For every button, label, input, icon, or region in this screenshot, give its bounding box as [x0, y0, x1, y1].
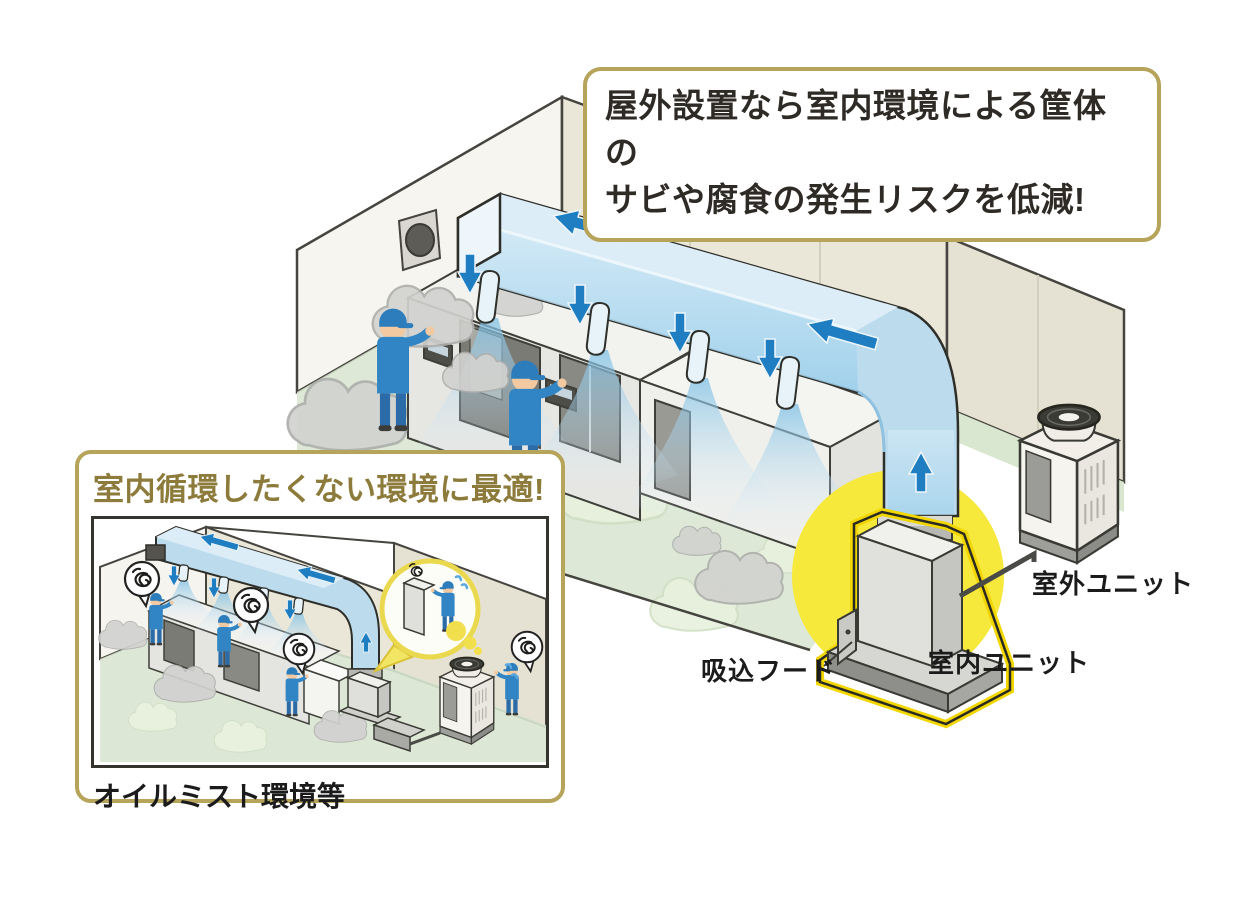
inset-duct: [145, 525, 383, 679]
inset-wall-vent-icon: [145, 544, 166, 561]
air-duct: [456, 191, 960, 541]
inset-title: 室内循環したくない環境に最適!: [93, 472, 545, 507]
inset-caption: オイルミスト環境等: [93, 781, 346, 812]
indoor-unit: [816, 507, 1037, 729]
air-outlet: [475, 269, 801, 410]
inset-image-frame: [91, 516, 549, 768]
thought-dots: [446, 621, 482, 655]
inset-panel: 室内循環したくない環境に最適!: [75, 450, 565, 812]
benefit-callout: 屋外設置なら室内環境による筐体の サビや腐食の発生リスクを低減!: [583, 67, 1161, 242]
wall-vent-icon: [397, 208, 442, 272]
refrigerant-pipe: [958, 549, 1037, 599]
callout-line-1: 屋外設置なら室内環境による筐体の: [605, 87, 1107, 171]
inset-illustration: [98, 525, 546, 762]
inset-small-unit: [372, 717, 441, 753]
label-indoor-unit: 室内ユニット: [928, 648, 1091, 678]
label-suction-hood: 吸込フード: [701, 656, 837, 686]
label-leader-line: [823, 641, 853, 667]
label-outdoor-unit: 室外ユニット: [1032, 569, 1195, 599]
callout-line-2: サビや腐食の発生リスクを低減!: [605, 180, 1086, 218]
